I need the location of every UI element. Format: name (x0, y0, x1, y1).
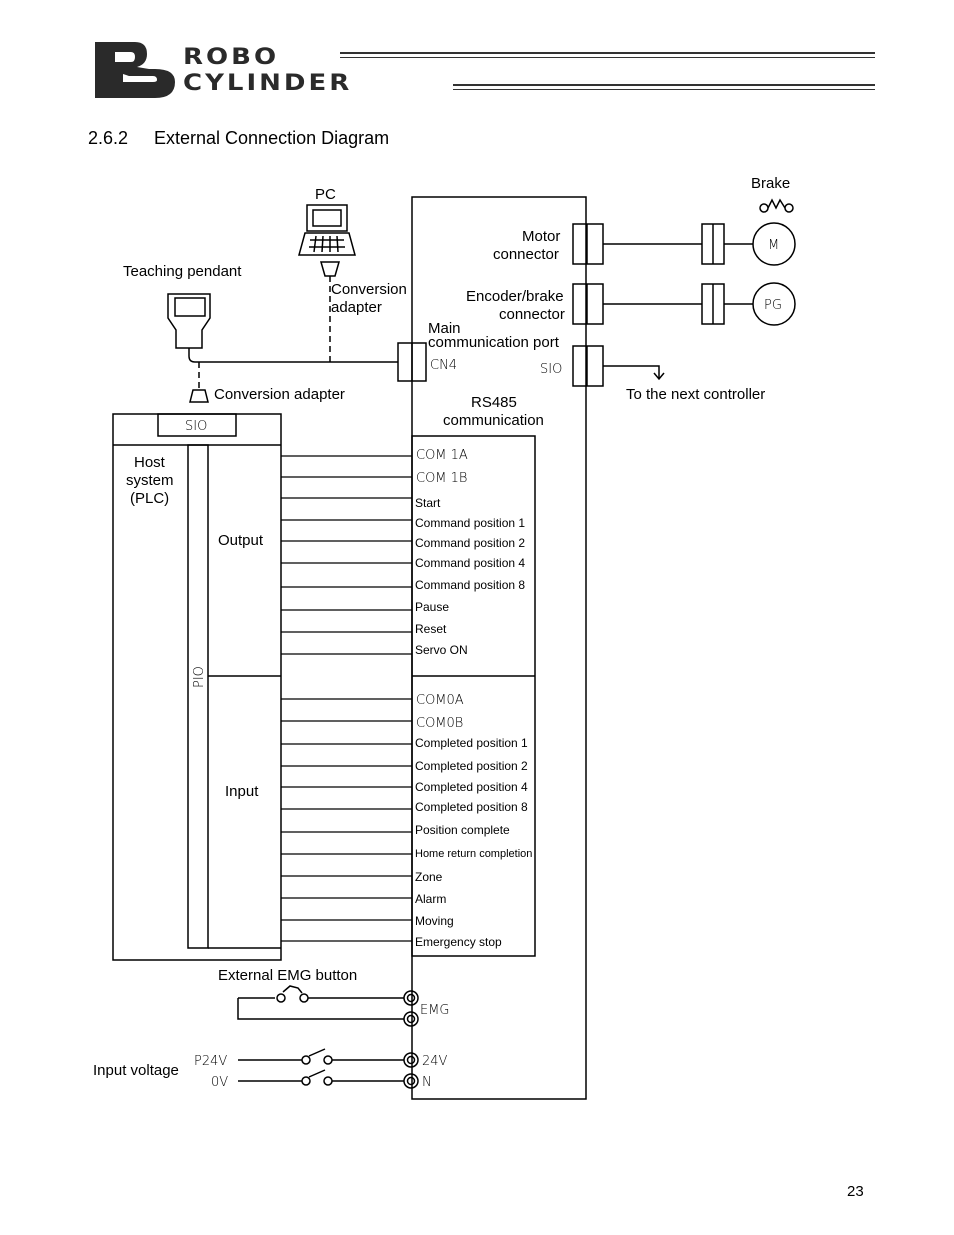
power-switch-24v-icon (238, 1048, 404, 1065)
motor-connector-label-1: Motor (522, 228, 560, 245)
signal-reset: Reset (415, 622, 447, 636)
signal-command-position-4: Command position 4 (415, 556, 525, 570)
sio-port-label: SIO (540, 362, 562, 377)
output-signal-list: COM0A COM0B Completed position 1 Complet… (415, 693, 532, 949)
signal-completed-position-1: Completed position 1 (415, 736, 528, 750)
host-label-3: (PLC) (130, 490, 169, 507)
host-label-2: system (126, 472, 174, 489)
motor-connector (572, 223, 604, 265)
signal-servo-on: Servo ON (415, 643, 468, 657)
section-number: 2.6.2 (88, 128, 129, 148)
logo-word-robo: ROBO (183, 44, 280, 70)
host-sio-label: SIO (185, 419, 207, 434)
main-port-label-1: Main (428, 320, 461, 337)
emg-button-label: External EMG button (218, 967, 357, 984)
pg-symbol (752, 282, 796, 326)
conversion-adapter-top-label-1: Conversion (331, 281, 407, 298)
output-label: Output (218, 532, 264, 549)
emg-terminal-label: EMG (420, 1003, 450, 1018)
pc-icon (298, 204, 356, 277)
signal-start: Start (415, 496, 441, 510)
pio-label: PIO (192, 666, 207, 688)
main-port-label-2: communication port (428, 334, 560, 351)
host-label-1: Host (134, 454, 166, 471)
power-switch-0v-icon (238, 1069, 404, 1086)
signal-completed-position-8: Completed position 8 (415, 800, 528, 814)
signal-command-position-8: Command position 8 (415, 578, 525, 592)
sio-port (572, 345, 604, 387)
signal-com0b: COM0B (416, 716, 463, 731)
signal-com1a: COM 1A (416, 448, 468, 463)
teaching-pendant-label: Teaching pendant (123, 263, 242, 280)
pg-symbol-label: PG (764, 298, 782, 313)
conversion-adapter-top-label-2: adapter (331, 299, 382, 316)
signal-pause: Pause (415, 600, 449, 614)
signal-com1b: COM 1B (416, 471, 467, 486)
signal-command-position-1: Command position 1 (415, 516, 525, 530)
motor-symbol (752, 222, 796, 266)
input-label: Input (225, 783, 259, 800)
rs485-label-1: RS485 (471, 394, 517, 411)
encoder-connector-label-1: Encoder/brake (466, 288, 564, 305)
page-number: 23 (847, 1183, 864, 1200)
motor-symbol-label: M (768, 238, 779, 253)
section-title: External Connection Diagram (154, 128, 390, 148)
motor-connector-label-2: connector (493, 246, 559, 263)
pio-bar (187, 444, 209, 949)
signal-completed-position-2: Completed position 2 (415, 759, 528, 773)
pio-signal-table (411, 435, 536, 957)
zero-v-label: 0V (211, 1075, 228, 1090)
teaching-pendant-icon (167, 293, 211, 363)
signal-emergency-stop: Emergency stop (415, 935, 502, 949)
pio-wires (281, 455, 412, 942)
emg-switch-icon (237, 985, 404, 1020)
rs485-label-2: communication (443, 412, 544, 429)
robo-cylinder-logo: RC ROBO CYLINDER (95, 40, 875, 100)
input-voltage-label: Input voltage (93, 1062, 179, 1079)
signal-completed-position-4: Completed position 4 (415, 780, 528, 794)
terminal-24v-label: 24V (422, 1054, 448, 1069)
signal-alarm: Alarm (415, 892, 446, 906)
signal-moving: Moving (415, 914, 454, 928)
pc-label: PC (315, 186, 336, 203)
logo-rule-bottom (453, 84, 875, 90)
input-signal-list: COM 1A COM 1B Start Command position 1 C… (415, 448, 525, 657)
brake-label: Brake (751, 175, 790, 192)
section-heading: 2.6.2 External Connection Diagram (88, 128, 389, 149)
brake-icon (759, 198, 794, 213)
signal-com0a: COM0A (416, 693, 464, 708)
cn4-label: CN4 (430, 358, 457, 373)
encoder-connector-label-2: connector (499, 306, 565, 323)
next-controller-label: To the next controller (626, 386, 765, 403)
encoder-connector (572, 283, 604, 325)
logo-rule-top (340, 52, 875, 58)
terminal-n-label: N (422, 1075, 432, 1090)
host-sio-box (157, 413, 237, 437)
p24v-label: P24V (194, 1054, 227, 1069)
signal-zone: Zone (415, 870, 443, 884)
signal-position-complete: Position complete (415, 823, 510, 837)
conversion-adapter-icon (189, 389, 209, 403)
conversion-adapter-bottom-label: Conversion adapter (214, 386, 345, 403)
signal-command-position-2: Command position 2 (415, 536, 525, 550)
rc-logo-icon: RC (95, 42, 175, 98)
logo-word-cylinder: CYLINDER (183, 70, 353, 96)
signal-home-return-completion: Home return completion (415, 848, 532, 860)
